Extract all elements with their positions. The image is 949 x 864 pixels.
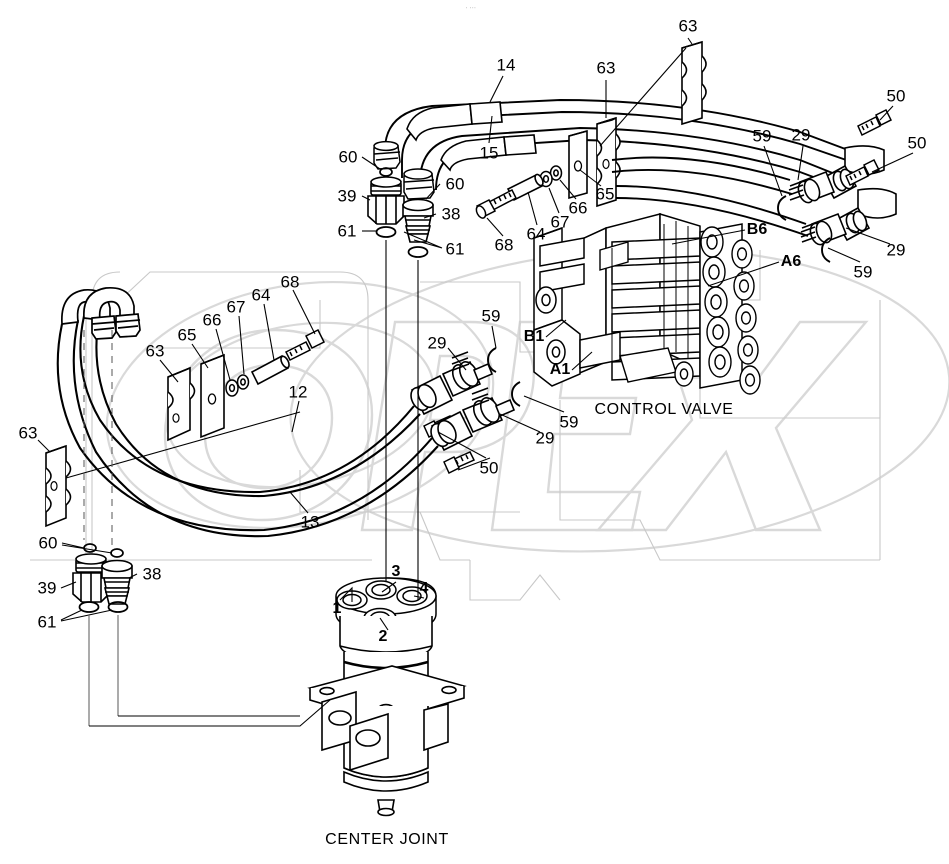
center-joint-port-3: 3 [391,563,401,580]
part-label-61a: 61 [337,221,357,241]
union-assembly-b1 [410,351,494,416]
part-label-59d: 59 [559,412,579,432]
bolt-50-a1 [443,451,476,475]
part-label-68b: 68 [280,272,300,292]
part-label-29c: 29 [427,333,447,353]
part-label-12: 12 [288,382,308,402]
adapter-39-lower [72,553,110,603]
port-label-b6: B6 [746,221,768,238]
part-label-60b: 60 [445,174,465,194]
union-assembly-a1 [430,387,516,452]
oring-61-lower-right [107,601,129,613]
part-label-59c: 59 [481,306,501,326]
part-label-60c: 60 [38,533,58,553]
part-label-38b: 38 [142,564,162,584]
hose-15-fitting-sleeve [440,134,537,172]
center-joint-port-1: 1 [332,600,342,617]
hose-tails-right [611,156,809,237]
leader-lines [37,37,914,726]
part-label-63b: 63 [678,16,698,36]
port-label-a1: A1 [549,361,571,378]
union-assembly-a6 [800,187,897,246]
clamp-plate-65-upper [568,129,588,200]
spacer-64-lower [250,354,290,386]
part-label-59b: 59 [853,262,873,282]
part-label-68a: 68 [494,235,514,255]
oring-59-b6 [777,195,787,221]
caption-center-joint: CENTER JOINT [325,831,449,848]
part-label-66a: 66 [568,198,588,218]
bolt-50-a6 [845,158,881,187]
part-label-29a: 29 [791,125,811,145]
center-joint-lower-body [321,690,449,817]
clamp-block-63-upper-right [681,40,707,126]
part-label-13: 13 [300,512,320,532]
guide-lines [83,330,113,548]
washer-66-lower [225,379,239,397]
hose-12 [79,311,421,498]
bolt-68-upper [475,188,518,219]
center-joint-port-2: 2 [378,628,388,645]
part-label-61b: 61 [445,239,465,259]
routing-frame [89,699,331,727]
part-label-63c: 63 [145,341,165,361]
watermark-text [163,320,869,532]
hose-left-elbows [61,286,141,340]
connector-38-upper [402,198,434,243]
oring-60-lower-right [110,548,124,558]
oring-60-upper-left [379,167,393,177]
part-label-66b: 66 [202,310,222,330]
top-micro-text: · ··· [465,5,477,12]
center-joint-port-4: 4 [419,580,429,597]
oring-59-a6 [821,237,831,263]
part-label-50c: 50 [479,458,499,478]
part-label-59a: 59 [752,126,772,146]
oring-59-a1 [511,381,521,407]
part-label-63d: 63 [18,423,38,443]
clamp-block-63-upper [596,116,621,208]
bolt-50-b6 [857,108,893,137]
oring-61-upper-right [407,246,429,258]
part-label-39b: 39 [37,578,57,598]
adapter-39-upper [367,176,405,225]
bolt-68-lower [284,328,326,362]
control-valve-ports [700,226,761,395]
part-label-60a: 60 [338,147,358,167]
oring-59-b1 [487,347,497,373]
hose-end-nut-14 [373,140,401,170]
part-label-29b: 29 [886,240,906,260]
hose-13 [56,319,439,538]
part-label-65b: 65 [177,325,197,345]
part-label-64b: 64 [251,285,271,305]
washer-67-lower [236,374,250,390]
part-label-29d: 29 [535,428,555,448]
part-label-14: 14 [496,55,516,75]
oring-61-lower-left [78,601,100,613]
part-label-15: 15 [479,143,499,163]
part-label-38a: 38 [441,204,461,224]
control-valve-inlet-block [533,226,621,387]
part-label-39a: 39 [337,186,357,206]
hose-14-fitting-sleeve [406,101,503,142]
part-label-64a: 64 [526,224,546,244]
part-label-65a: 65 [595,184,615,204]
part-label-63a: 63 [596,58,616,78]
part-label-50a: 50 [886,86,906,106]
part-label-67a: 67 [550,212,570,232]
clamp-block-63-lower [167,366,196,442]
port-label-b1: B1 [523,328,545,345]
control-valve-lower-ports [599,241,694,387]
part-label-67b: 67 [226,297,246,317]
part-label-61c: 61 [37,612,57,632]
hose-end-nut-15 [403,168,435,200]
part-label-50b: 50 [907,133,927,153]
washer-67-upper [539,170,553,188]
oring-61-upper-left [375,226,397,238]
caption-control-valve: CONTROL VALVE [594,401,734,418]
clamp-block-63-far-left [45,444,72,528]
clamp-plate-65-lower [200,353,225,439]
connector-38-lower [101,559,133,605]
port-label-a6: A6 [780,253,802,270]
